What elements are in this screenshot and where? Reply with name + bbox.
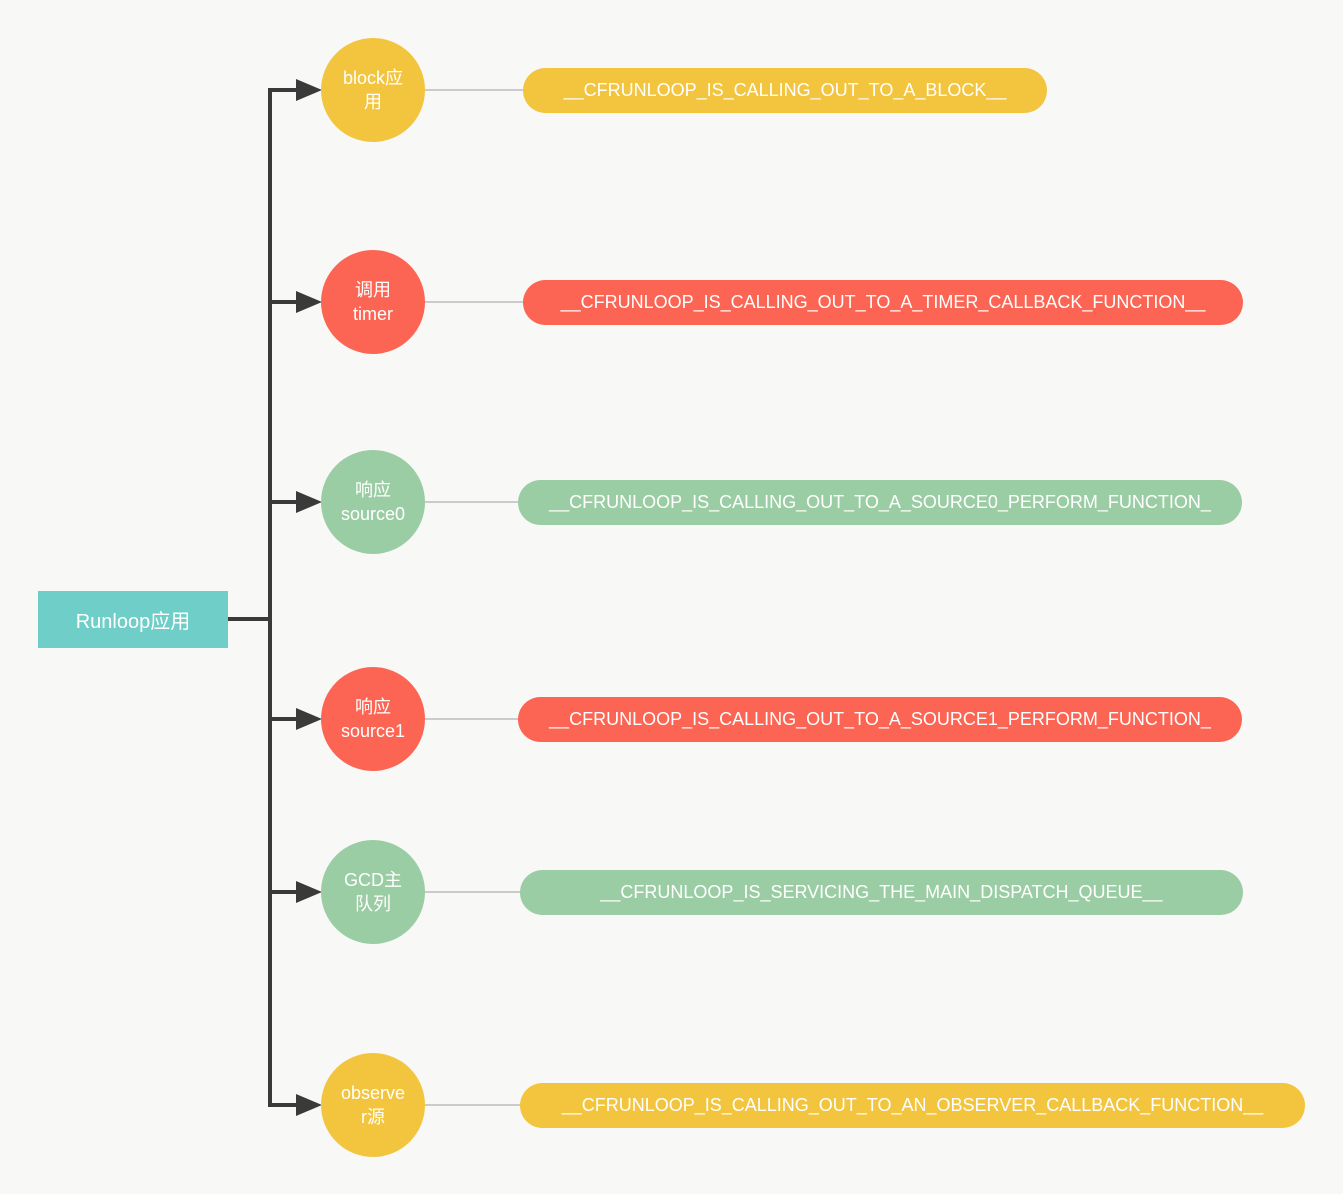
arrowhead-icon: [296, 708, 322, 730]
node-circle-source0: 响应 source0: [321, 450, 425, 554]
node-label: 响应 source1: [340, 696, 406, 741]
node-circle-block: block应 用: [321, 38, 425, 142]
connector-line: [425, 89, 523, 91]
trunk-line: [268, 88, 272, 1107]
root-node-label: Runloop应用: [75, 611, 191, 633]
pill-source0: __CFRUNLOOP_IS_CALLING_OUT_TO_A_SOURCE0_…: [518, 480, 1242, 525]
pill-label: __CFRUNLOOP_IS_CALLING_OUT_TO_A_SOURCE1_…: [549, 709, 1211, 729]
arrowhead-icon: [296, 1094, 322, 1116]
arrowhead-icon: [296, 491, 322, 513]
pill-gcd-main-queue: __CFRUNLOOP_IS_SERVICING_THE_MAIN_DISPAT…: [520, 870, 1243, 915]
branch-line: [268, 500, 300, 504]
branch-line: [268, 717, 300, 721]
pill-label: __CFRUNLOOP_IS_CALLING_OUT_TO_A_SOURCE0_…: [549, 492, 1211, 512]
node-label: 调用 timer: [353, 279, 393, 324]
branch-line: [268, 1103, 300, 1107]
node-label: 响应 source0: [340, 479, 406, 524]
node-circle-timer: 调用 timer: [321, 250, 425, 354]
node-label: observe r源: [340, 1082, 406, 1127]
pill-label: __CFRUNLOOP_IS_CALLING_OUT_TO_AN_OBSERVE…: [561, 1095, 1264, 1115]
connector-line: [425, 718, 518, 720]
arrowhead-icon: [296, 291, 322, 313]
pill-timer: __CFRUNLOOP_IS_CALLING_OUT_TO_A_TIMER_CA…: [523, 280, 1243, 325]
node-label: GCD主 队列: [344, 869, 402, 914]
connector-line: [425, 891, 520, 893]
pill-label: __CFRUNLOOP_IS_SERVICING_THE_MAIN_DISPAT…: [600, 882, 1163, 902]
node-circle-source1: 响应 source1: [321, 667, 425, 771]
node-circle-observer: observe r源: [321, 1053, 425, 1157]
branch-line: [268, 88, 300, 92]
connector-line: [425, 301, 523, 303]
arrowhead-icon: [296, 79, 322, 101]
node-circle-gcd-main-queue: GCD主 队列: [321, 840, 425, 944]
pill-source1: __CFRUNLOOP_IS_CALLING_OUT_TO_A_SOURCE1_…: [518, 697, 1242, 742]
branch-line: [268, 890, 300, 894]
connector-line: [425, 1104, 520, 1106]
pill-label: __CFRUNLOOP_IS_CALLING_OUT_TO_A_BLOCK__: [563, 80, 1007, 100]
root-node-runloop: Runloop应用: [38, 591, 228, 648]
branch-line: [268, 300, 300, 304]
arrowhead-icon: [296, 881, 322, 903]
connector-line: [425, 501, 518, 503]
pill-label: __CFRUNLOOP_IS_CALLING_OUT_TO_A_TIMER_CA…: [560, 292, 1206, 312]
pill-observer: __CFRUNLOOP_IS_CALLING_OUT_TO_AN_OBSERVE…: [520, 1083, 1305, 1128]
node-label: block应 用: [342, 67, 404, 112]
pill-block: __CFRUNLOOP_IS_CALLING_OUT_TO_A_BLOCK__: [523, 68, 1047, 113]
root-connector-line: [226, 617, 270, 621]
